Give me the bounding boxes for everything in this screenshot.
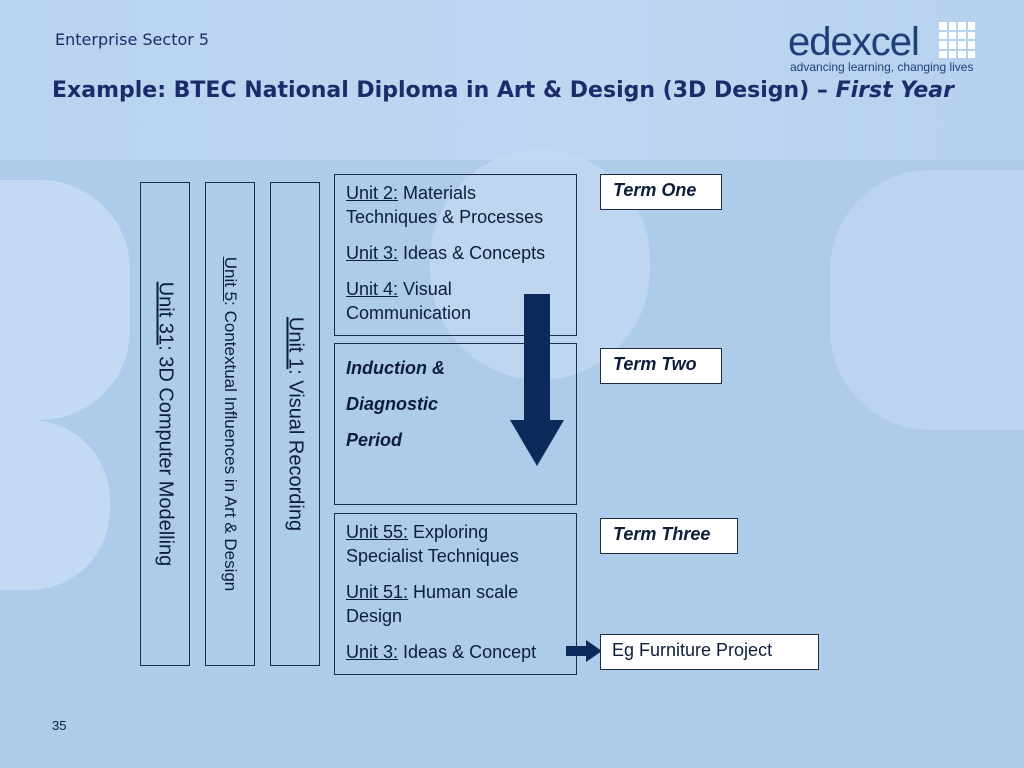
slide-number: 35 <box>52 718 67 733</box>
unit-55-entry-cont: Specialist Techniques <box>346 546 519 566</box>
title-emphasis: First Year <box>835 78 954 103</box>
unit-3-concept-entry: Unit 3: Ideas & Concept <box>346 642 537 662</box>
logo-word: edexcel <box>788 20 920 64</box>
term-three-units-box: Unit 55: Exploring Specialist Techniques… <box>334 513 577 675</box>
induction-line-3: Period <box>346 430 403 450</box>
bg-shape-left <box>0 180 130 420</box>
logo-grid-icon <box>939 22 975 58</box>
term-one-label: Term One <box>600 174 722 210</box>
unit-3-entry: Unit 3: Ideas & Concepts <box>346 243 546 263</box>
unit-2-entry-cont: Techniques & Processes <box>346 207 544 227</box>
bg-shape-right <box>830 170 1024 430</box>
bg-shape-left-lower <box>0 420 110 590</box>
unit-31-column: Unit 31: 3D Computer Modelling <box>140 182 190 666</box>
edexcel-logo: edexcel advancing learning, changing liv… <box>786 18 986 78</box>
unit-5-column: Unit 5: Contextual Influences in Art & D… <box>205 182 255 666</box>
term-two-label: Term Two <box>600 348 722 384</box>
unit-1-label: Unit 1: Visual Recording <box>284 316 307 532</box>
page-title: Example: BTEC National Diploma in Art & … <box>52 78 954 103</box>
header-band <box>0 0 1024 160</box>
down-arrow-icon <box>510 294 564 466</box>
induction-line-1: Induction & <box>346 358 445 378</box>
furniture-project-label: Eg Furniture Project <box>600 634 819 670</box>
unit-31-label: Unit 31: 3D Computer Modelling <box>154 281 177 567</box>
unit-55-entry: Unit 55: Exploring <box>346 522 489 542</box>
right-arrow-icon <box>566 640 602 662</box>
unit-2-entry: Unit 2: Materials <box>346 183 477 203</box>
sector-label: Enterprise Sector 5 <box>55 30 210 49</box>
logo-tagline: advancing learning, changing lives <box>790 60 974 74</box>
unit-5-label: Unit 5: Contextual Influences in Art & D… <box>221 256 240 592</box>
unit-4-entry-cont: Communication <box>346 303 472 323</box>
induction-box: Induction & Diagnostic Period <box>334 343 577 505</box>
unit-51-entry-cont: Design <box>346 606 403 626</box>
term-three-label: Term Three <box>600 518 738 554</box>
term-one-units-box: Unit 2: Materials Techniques & Processes… <box>334 174 577 336</box>
unit-51-entry: Unit 51: Human scale <box>346 582 519 602</box>
unit-4-entry: Unit 4: Visual <box>346 279 452 299</box>
induction-line-2: Diagnostic <box>346 394 439 414</box>
unit-1-column: Unit 1: Visual Recording <box>270 182 320 666</box>
title-main: Example: BTEC National Diploma in Art & … <box>52 78 836 103</box>
